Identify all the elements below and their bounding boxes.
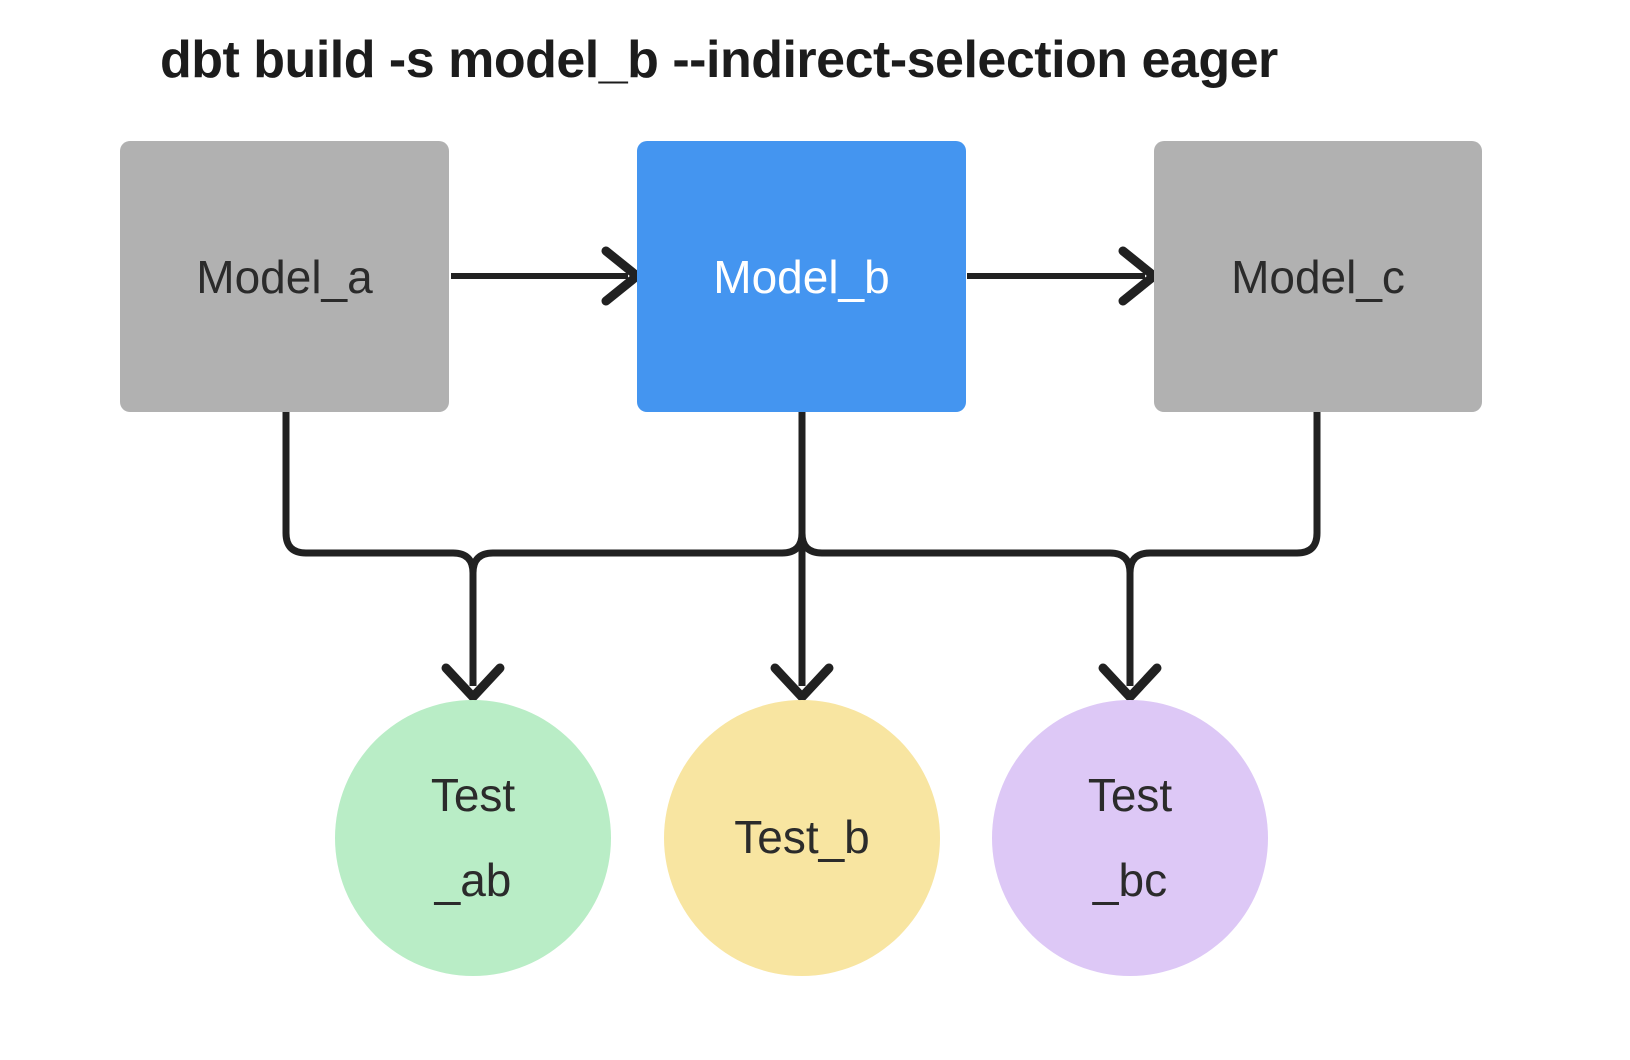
arrowhead-test-bc-icon: [1098, 663, 1162, 702]
node-model-a-label: Model_a: [196, 250, 373, 303]
node-test-b: Test_b: [664, 700, 940, 976]
node-model-c: Model_c: [1154, 141, 1482, 412]
node-test-ab-label-line2: _ab: [434, 854, 512, 906]
node-test-bc-label-line2: _bc: [1092, 854, 1168, 906]
node-test-ab-label-line1: Test: [430, 768, 516, 821]
arrowhead-test-b-icon: [770, 663, 834, 702]
node-model-c-label: Model_c: [1231, 250, 1405, 303]
node-model-b-label: Model_b: [713, 250, 890, 303]
edge-model-a-to-test-ab: [282, 412, 477, 686]
node-model-a: Model_a: [120, 141, 449, 412]
edge-model-b-to-test-bc: [798, 412, 1134, 686]
node-test-bc-label-line1: Test: [1087, 768, 1173, 821]
node-test-ab: Test _ab: [335, 700, 611, 976]
node-test-b-label-line1: Test_b: [734, 811, 870, 864]
diagram-title: dbt build -s model_b --indirect-selectio…: [160, 31, 1278, 89]
edge-model-c-to-test-bc: [1126, 412, 1321, 686]
arrowhead-test-ab-icon: [441, 663, 505, 702]
edge-model-b-to-test-ab: [469, 412, 806, 686]
node-test-bc: Test _bc: [992, 700, 1268, 976]
node-model-b: Model_b: [637, 141, 966, 412]
